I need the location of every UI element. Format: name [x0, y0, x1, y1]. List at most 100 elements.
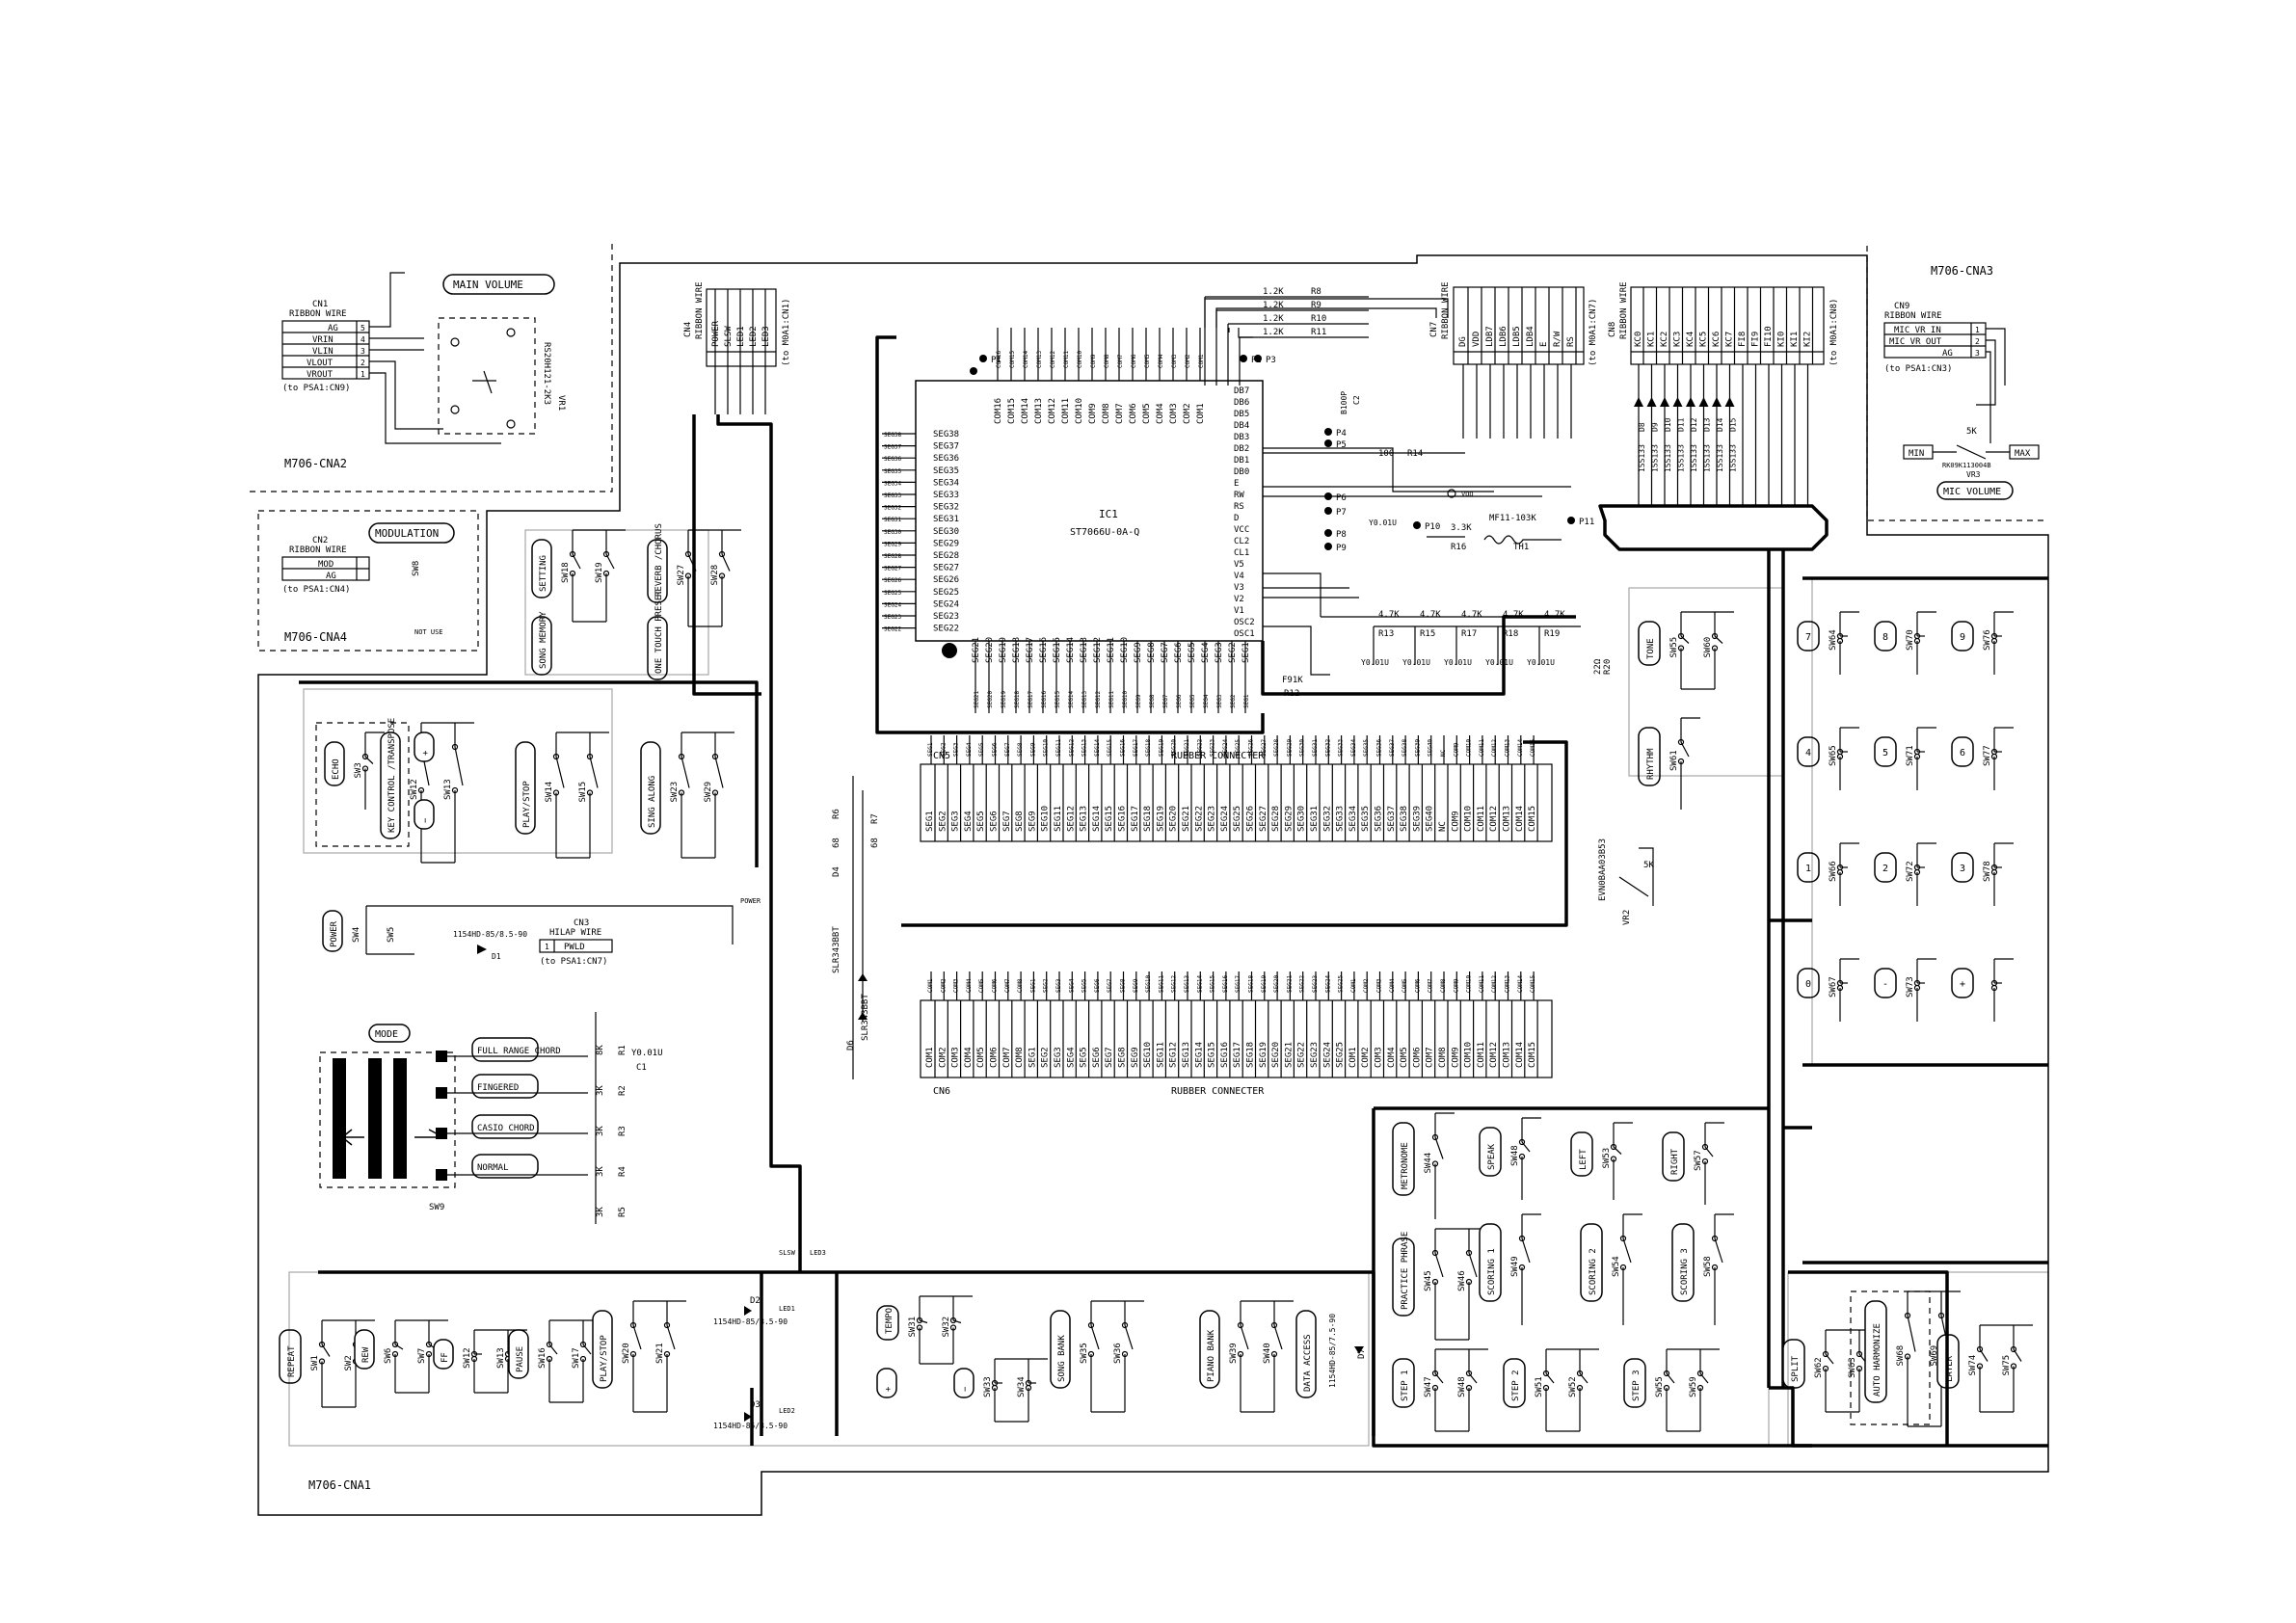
cn6-pin: SEG1	[1028, 1047, 1037, 1068]
cn5-pin: SEG24	[1220, 806, 1230, 832]
cn6-pin: SEG6	[1092, 1047, 1102, 1068]
ic1-bottom-pin: SEG10	[1120, 637, 1130, 663]
n4-label: 4	[1805, 748, 1811, 758]
cn5-pin: SEG21	[1182, 806, 1191, 832]
switch-blade	[1714, 1237, 1723, 1264]
switch-group-frame	[524, 529, 709, 676]
test-pad-label: P8	[1336, 530, 1347, 540]
repeat-button-outline	[279, 1329, 302, 1384]
cn5-pin: SEG3	[951, 811, 961, 832]
vdd-net: VDD	[1461, 491, 1474, 498]
mic-volume-label: MIC VOLUME	[1943, 487, 2001, 497]
layer-label: LAYER	[1945, 1355, 1955, 1382]
tempo-button-outline	[876, 1305, 899, 1341]
ic1-bottom-pin: SEG4	[1201, 642, 1211, 663]
mode-res-val: 3K	[596, 1126, 605, 1136]
cn8-ref: CN8	[1608, 322, 1617, 337]
ic1-top-pin: COM9	[1088, 403, 1098, 424]
ic1-left-net: SEG37	[884, 444, 901, 451]
switch-ref: SW12	[463, 1347, 472, 1369]
ic1-bottom-pin: SEG15	[1053, 637, 1062, 663]
switch-ref: SW39	[1229, 1343, 1239, 1364]
divider-val: 4.7K	[1420, 610, 1441, 620]
d3-ref: D3	[750, 1400, 761, 1410]
switch-ref: SW13	[443, 779, 453, 800]
cn6-pin: COM8	[1438, 1047, 1448, 1068]
ic1-top-pin: COM16	[994, 398, 1003, 424]
ic1-left-pin: SEG29	[933, 539, 959, 548]
ic1-left-pin: SEG34	[933, 478, 959, 488]
ic1-left-pin: SEG27	[933, 564, 959, 573]
ic1-top-pin: COM7	[1115, 403, 1125, 424]
modulation-label: MODULATION	[375, 527, 439, 540]
switch-blade	[454, 746, 464, 786]
vr2-part: EVN0BAA03B53	[1598, 838, 1608, 901]
switch-ref: SW47	[1424, 1376, 1433, 1397]
cn8-diode-part: 1SS133	[1651, 444, 1660, 472]
cn6-label: RUBBER CONNECTER	[1171, 1086, 1265, 1097]
switch-ref: SW23	[670, 782, 680, 803]
cn8-pin: KC2	[1660, 332, 1669, 347]
switch-contact	[1677, 758, 1685, 765]
cn2-pin-mod: MOD	[318, 560, 334, 570]
minus-button-outline	[953, 1368, 974, 1398]
cn4-pin: SLSW	[724, 326, 734, 347]
cn5-pin: SEG13	[1080, 806, 1089, 832]
ic1-left-net: SEG28	[884, 553, 901, 560]
cn6-pin: SEG17	[1233, 1042, 1242, 1068]
switch-contact	[1087, 1321, 1095, 1329]
switch-ref: SW16	[538, 1347, 547, 1369]
echo-button-outline	[324, 741, 345, 786]
cn4-pin: LED2	[749, 326, 759, 347]
n2-label: 2	[1882, 864, 1888, 874]
th1-ref: TH1	[1513, 543, 1529, 552]
switch-contact	[1431, 1384, 1439, 1392]
ic1-right-pin: OSC1	[1234, 629, 1255, 639]
switch-ref: SW7	[417, 1348, 427, 1364]
switch-contact	[1431, 1249, 1439, 1257]
switch-contact	[1913, 984, 1921, 992]
cn9-pin-1: MIC VR IN	[1894, 326, 1941, 335]
ic1-left-pin: SEG37	[933, 442, 959, 452]
ic1-top-pin: COM12	[1048, 398, 1057, 424]
cn3-diode-part: 1154HD-85/8.5-90	[453, 930, 527, 939]
ic1-top-net: COM14	[1023, 351, 1029, 368]
ic1-bottom-net: SEG9	[1135, 694, 1142, 708]
setting-button-outline	[531, 539, 552, 599]
mic-min: MIN	[1909, 449, 1924, 459]
switch-contact	[1677, 738, 1685, 746]
cn6-pin: SEG12	[1169, 1042, 1179, 1068]
n9-label: 9	[1960, 632, 1965, 643]
switch-ref: SW71	[1906, 745, 1915, 766]
ic1-left-net: SEG33	[884, 492, 901, 499]
r14-val: 100	[1378, 449, 1394, 459]
ic1-bottom-net: SEG15	[1055, 691, 1061, 708]
switch-contact	[1663, 1384, 1670, 1392]
switch-blade	[714, 756, 724, 788]
cn8-pin: KC3	[1673, 332, 1683, 347]
divider-val: 4.7K	[1503, 610, 1524, 620]
cn5-pin: SEG22	[1194, 806, 1204, 832]
ic1-bottom-net: SEG4	[1203, 694, 1210, 708]
switch-contact	[1913, 753, 1921, 760]
test-pad-label: P9	[1336, 544, 1347, 553]
practice-button-outline	[1392, 1237, 1415, 1317]
cn6-pin: COM6	[990, 1047, 1000, 1068]
sw5-label: SW5	[387, 927, 396, 943]
cn8-diode-symbol	[1646, 397, 1657, 407]
switch-contact	[1431, 1370, 1439, 1377]
split-label: SPLIT	[1791, 1355, 1801, 1382]
ic1-top-pin: COM14	[1021, 398, 1030, 424]
divider-ref: R17	[1461, 629, 1477, 639]
mode-sw: SW9	[429, 1203, 444, 1212]
ic1-top-net: COM1	[1198, 354, 1205, 368]
switch-ref: SW61	[1669, 750, 1679, 771]
cn2-dest: (to PSA1:CN4)	[282, 585, 350, 595]
cn8-pin: KC7	[1725, 332, 1735, 347]
